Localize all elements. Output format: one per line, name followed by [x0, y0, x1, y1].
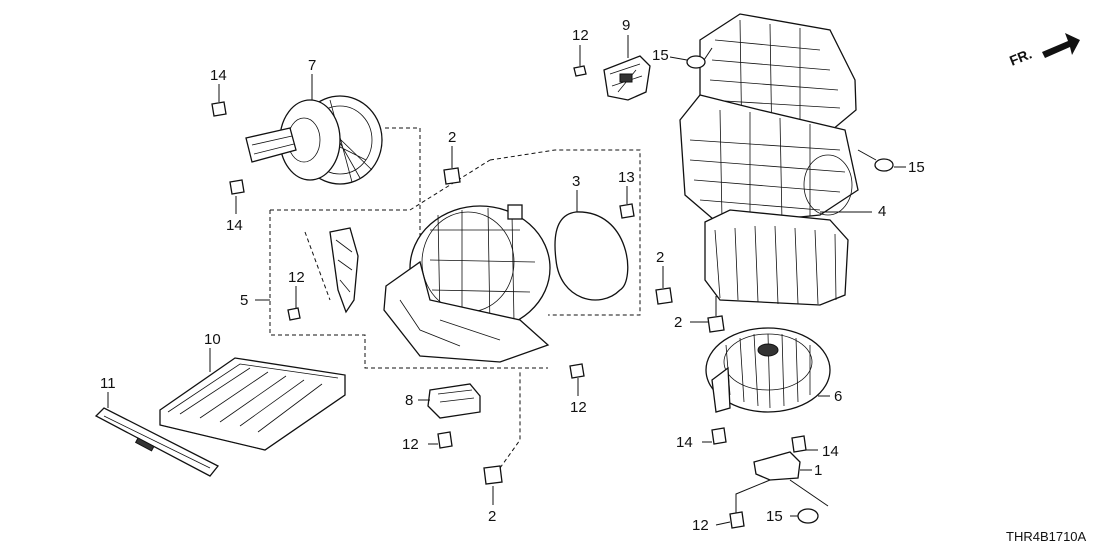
part-7-blower-motor	[245, 74, 383, 185]
part-15-clip-a	[669, 55, 706, 69]
callout-1: 1	[814, 462, 822, 479]
part-2-screw-a	[443, 146, 461, 185]
part-12-screw-bottom-right	[715, 511, 745, 529]
callout-15-top: 15	[652, 47, 669, 64]
callout-14-bottom-right: 14	[822, 443, 839, 460]
part-14-screw-a	[211, 84, 227, 117]
callout-9: 9	[622, 17, 630, 34]
callout-10: 10	[204, 331, 221, 348]
fr-label: FR.	[1007, 45, 1034, 68]
part-15-clip-b	[857, 149, 906, 172]
callout-12-center: 12	[402, 436, 419, 453]
callout-2-mid-right: 2	[674, 314, 682, 331]
part-3-gasket	[554, 190, 629, 301]
callout-12-top: 12	[572, 27, 589, 44]
part-13-screw	[619, 186, 635, 219]
part-14-screw-c	[702, 427, 727, 445]
part-10-filter	[159, 348, 346, 451]
callout-2-top: 2	[448, 129, 456, 146]
part-8-resistor	[418, 383, 481, 419]
front-arrow-icon	[1042, 33, 1080, 58]
callout-15-right: 15	[908, 159, 925, 176]
part-6-fan-motor	[705, 327, 831, 413]
callout-12-bottom: 12	[692, 517, 709, 534]
callout-14-left: 14	[226, 217, 243, 234]
part-2-screw-bottom	[483, 370, 521, 505]
callout-5: 5	[240, 292, 248, 309]
callout-labels: 9 12 15 7 14 2 15 3 13 4 14 2 12 5 2 10 …	[100, 17, 925, 534]
callout-8: 8	[405, 392, 413, 409]
part-12-screw-top	[573, 45, 587, 77]
part-11-filter-cover	[94, 392, 220, 477]
part-14-screw-b	[229, 179, 245, 214]
diagram-code: THR4B1710A	[1006, 529, 1087, 544]
part-4-blower-unit	[679, 13, 872, 306]
front-direction-indicator: FR.	[1007, 33, 1080, 69]
callout-4: 4	[878, 203, 886, 220]
part-12-screw-right-center	[569, 363, 585, 396]
part-9-actuator	[603, 35, 651, 101]
callout-6: 6	[834, 388, 842, 405]
part-1-bracket	[735, 451, 829, 520]
callout-2-bottom: 2	[488, 508, 496, 525]
callout-14-bottom-left: 14	[676, 434, 693, 451]
callout-13: 13	[618, 169, 635, 186]
part-14-screw-d	[791, 435, 818, 453]
callout-3: 3	[572, 173, 580, 190]
part-12-screw-center	[428, 431, 453, 449]
part-2-screw-c	[690, 296, 725, 333]
callout-11: 11	[100, 375, 116, 392]
blower-housing	[383, 174, 551, 363]
callout-12-right-center: 12	[570, 399, 587, 416]
part-2-screw-b	[655, 266, 673, 305]
callout-12-left: 12	[288, 269, 305, 286]
callout-2-right: 2	[656, 249, 664, 266]
part-15-clip-c	[790, 508, 819, 524]
callout-7: 7	[308, 57, 316, 74]
callout-14-top-left: 14	[210, 67, 227, 84]
callout-15-bottom: 15	[766, 508, 783, 525]
